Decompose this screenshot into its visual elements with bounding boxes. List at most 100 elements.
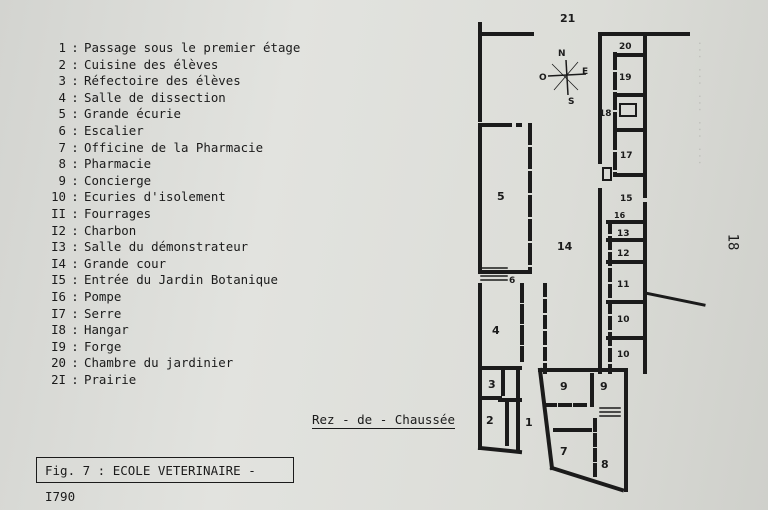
legend-item-label: Charbon <box>84 222 137 238</box>
legend-separator: : <box>71 355 79 371</box>
legend-item-number: I9 <box>51 338 66 354</box>
page-number: 18 <box>724 233 741 251</box>
legend-item-number: 6 <box>58 122 66 138</box>
legend-item-number: 1 <box>58 40 66 55</box>
legend-item-number: 3 <box>58 73 66 89</box>
legend-item-number: 20 <box>51 355 66 371</box>
room-label-6: 6 <box>509 276 515 286</box>
legend-item-number: II <box>51 205 66 221</box>
room-label-10b: 10 <box>617 350 630 360</box>
compass-s: S <box>568 97 574 107</box>
legend-list: 1: Passage sous le premier étage 2: Cuisine… <box>38 40 300 388</box>
room-label-7: 7 <box>560 445 568 458</box>
room-label-1: 1 <box>525 416 533 429</box>
legend-separator: : <box>71 239 79 255</box>
legend-item-label: Cuisine des élèves <box>84 56 219 72</box>
room-label-4: 4 <box>492 324 500 337</box>
pump-symbol <box>602 167 612 181</box>
legend-separator: : <box>71 272 79 288</box>
room-label-17: 17 <box>620 151 633 161</box>
compass-rose <box>547 59 587 96</box>
legend-item: I6:Pompe <box>38 289 300 306</box>
legend-separator: : <box>71 106 79 122</box>
legend-item: I7: Serre <box>38 306 300 323</box>
legend-item: I2:Charbon <box>38 223 300 240</box>
legend-item-label: Grande cour <box>84 255 167 271</box>
legend-separator: : <box>71 305 79 321</box>
legend-item: I4: Grande cour <box>38 256 300 273</box>
legend-separator: : <box>71 73 79 89</box>
legend-item: 5: Grande écurie <box>38 106 300 123</box>
legend-separator: : <box>71 371 79 387</box>
legend-item-label: Escalier <box>84 122 144 138</box>
floor-level-label: Rez - de - Chaussée <box>312 412 455 429</box>
legend-separator: : <box>71 255 79 271</box>
legend-item-number: 2 <box>58 56 66 72</box>
legend-item-label: Officine de la Pharmacie <box>84 139 264 155</box>
legend-item-label: Chambre du jardinier <box>84 355 234 371</box>
room-label-18: 18 <box>599 109 612 119</box>
room-label-5: 5 <box>497 190 505 203</box>
legend-item-number: 2I <box>51 371 66 387</box>
legend-separator: : <box>71 172 79 188</box>
room-label-16: 16 <box>614 211 626 220</box>
legend-item-label: Réfectoire des élèves <box>84 73 241 89</box>
legend-item-number: I7 <box>51 305 66 321</box>
room-label-14: 14 <box>557 240 573 253</box>
legend-item-number: 8 <box>58 156 66 172</box>
room-label-21: 21 <box>560 12 575 25</box>
legend-separator: : <box>71 222 79 238</box>
legend-item: II: Fourrages <box>38 206 300 223</box>
legend-item-label: Forge <box>84 338 122 354</box>
legend-item: 2: Cuisine des élèves <box>38 57 300 74</box>
legend-item-label: Pharmacie <box>84 156 152 172</box>
legend-item: I5:Entrée du Jardin Botanique <box>38 272 300 289</box>
legend-item-label: Entrée du Jardin Botanique <box>84 272 278 288</box>
room-label-2: 2 <box>486 414 494 427</box>
legend-item-label: Salle de dissection <box>84 89 226 105</box>
legend-item: 8:Pharmacie <box>38 156 300 173</box>
room-label-19: 19 <box>619 73 632 83</box>
compass-n: N <box>558 49 566 59</box>
legend-item: 4: Salle de dissection <box>38 90 300 107</box>
legend-separator: : <box>71 338 79 354</box>
legend-item-label: Prairie <box>84 371 137 387</box>
legend-item: 9:Concierge <box>38 173 300 190</box>
legend-item: 10: Ecuries d'isolement <box>38 189 300 206</box>
room-label-9a: 9 <box>560 380 568 393</box>
legend-item-number: 10 <box>51 189 66 205</box>
legend-item-label: Serre <box>84 305 122 321</box>
room-label-10a: 10 <box>617 315 630 325</box>
legend-item-number: 7 <box>58 139 66 155</box>
room-label-9b: 9 <box>600 380 608 393</box>
legend-item: 2I: Prairie <box>38 372 300 389</box>
legend-item-label: Hangar <box>84 322 129 338</box>
legend-item-label: Concierge <box>84 172 152 188</box>
legend-separator: : <box>71 40 79 55</box>
legend-separator: : <box>71 205 79 221</box>
room-label-8: 8 <box>601 458 609 471</box>
room-label-13: 13 <box>617 229 630 239</box>
legend-item: 6: Escalier <box>38 123 300 140</box>
legend-item-number: 5 <box>58 106 66 122</box>
legend-separator: : <box>71 89 79 105</box>
legend-item-label: Passage sous le premier étage <box>84 40 301 55</box>
legend-item-label: Ecuries d'isolement <box>84 189 226 205</box>
legend-separator: : <box>71 56 79 72</box>
legend-item: I3:Salle du démonstrateur <box>38 239 300 256</box>
room-label-3: 3 <box>488 378 496 391</box>
legend-item: 7:Officine de la Pharmacie <box>38 140 300 157</box>
compass-o: O <box>539 73 547 83</box>
legend-item: I8:Hangar <box>38 322 300 339</box>
legend-separator: : <box>71 189 79 205</box>
legend-item-number: 4 <box>58 89 66 105</box>
legend-item-number: I4 <box>51 255 66 271</box>
legend-item-label: Salle du démonstrateur <box>84 239 249 255</box>
legend-item-label: Fourrages <box>84 205 152 221</box>
room-label-20: 20 <box>619 42 632 52</box>
legend-item-label: Grande écurie <box>84 106 181 122</box>
legend-separator: : <box>71 122 79 138</box>
legend-item-label: Pompe <box>84 288 122 304</box>
